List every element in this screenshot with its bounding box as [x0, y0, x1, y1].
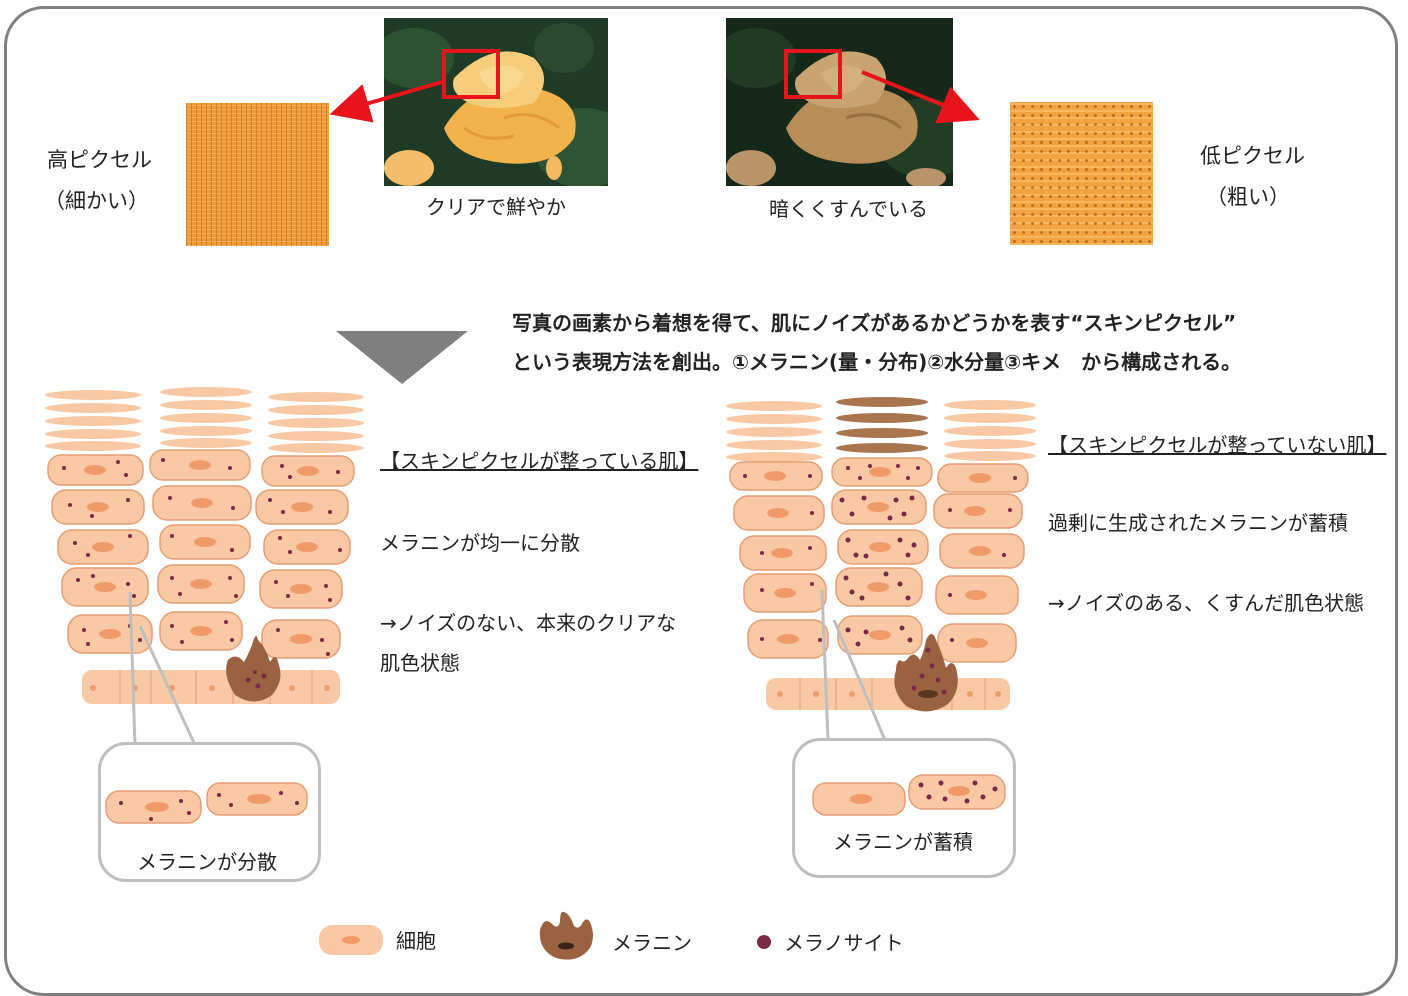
healthy-title: 【スキンピクセルが整っている肌】: [380, 449, 699, 473]
healthy-callout-label: メラニンが分散: [137, 850, 277, 874]
high-pixel-label: 高ピクセル: [47, 148, 152, 172]
high-pixel-texture: [186, 103, 329, 246]
healthy-desc-3: 肌色状態: [380, 651, 460, 675]
dull-callout-box: メラニンが蓄積: [792, 738, 1016, 878]
dull-callout-label: メラニンが蓄積: [833, 830, 973, 854]
clear-caption: クリアで鮮やか: [426, 195, 566, 219]
down-triangle-icon: [336, 331, 468, 384]
headline-line-1: 写真の画素から着想を得て、肌にノイズがあるかどうかを表す“スキンピクセル”: [512, 311, 1237, 335]
high-pixel-sub: （細かい）: [44, 189, 149, 213]
dull-rose-photo: [726, 18, 953, 186]
dull-desc-2: →ノイズのある、くすんだ肌色状態: [1048, 591, 1365, 615]
dull-zoom-box: [784, 49, 842, 99]
dull-desc-1: 過剰に生成されたメラニンが蓄積: [1048, 511, 1348, 535]
low-pixel-label: 低ピクセル: [1200, 144, 1305, 168]
healthy-desc-2: →ノイズのない、本来のクリアな: [380, 611, 677, 635]
cell-legend-icon: [319, 925, 383, 955]
arrow-to-low-pixel: [861, 70, 980, 124]
zoom-arrows: [329, 70, 980, 384]
healthy-callout-box: メラニンが分散: [98, 742, 321, 882]
low-pixel-texture: [1010, 102, 1153, 245]
melanin-legend-label: メラニン: [612, 931, 692, 955]
melanocyte-legend-icon: [757, 935, 771, 949]
arrow-to-high-pixel: [329, 80, 443, 123]
dull-caption: 暗くくすんでいる: [769, 197, 928, 221]
healthy-desc-1: メラニンが均一に分散: [380, 531, 580, 555]
clear-zoom-box: [442, 49, 500, 99]
cell-legend-label: 細胞: [396, 929, 436, 953]
dull-title: 【スキンピクセルが整っていない肌】: [1048, 433, 1387, 457]
clear-rose-photo: [384, 18, 608, 186]
melanin-legend-icon: [539, 911, 593, 960]
dull-skin-diagram: [726, 397, 1036, 741]
melanocyte-legend-label: メラノサイト: [784, 931, 904, 955]
headline-line-2: という表現方法を創出。①メラニン(量・分布)②水分量③キメ から構成される。: [512, 350, 1242, 374]
healthy-skin-diagram: [45, 387, 364, 746]
low-pixel-sub: （粗い）: [1206, 185, 1290, 209]
